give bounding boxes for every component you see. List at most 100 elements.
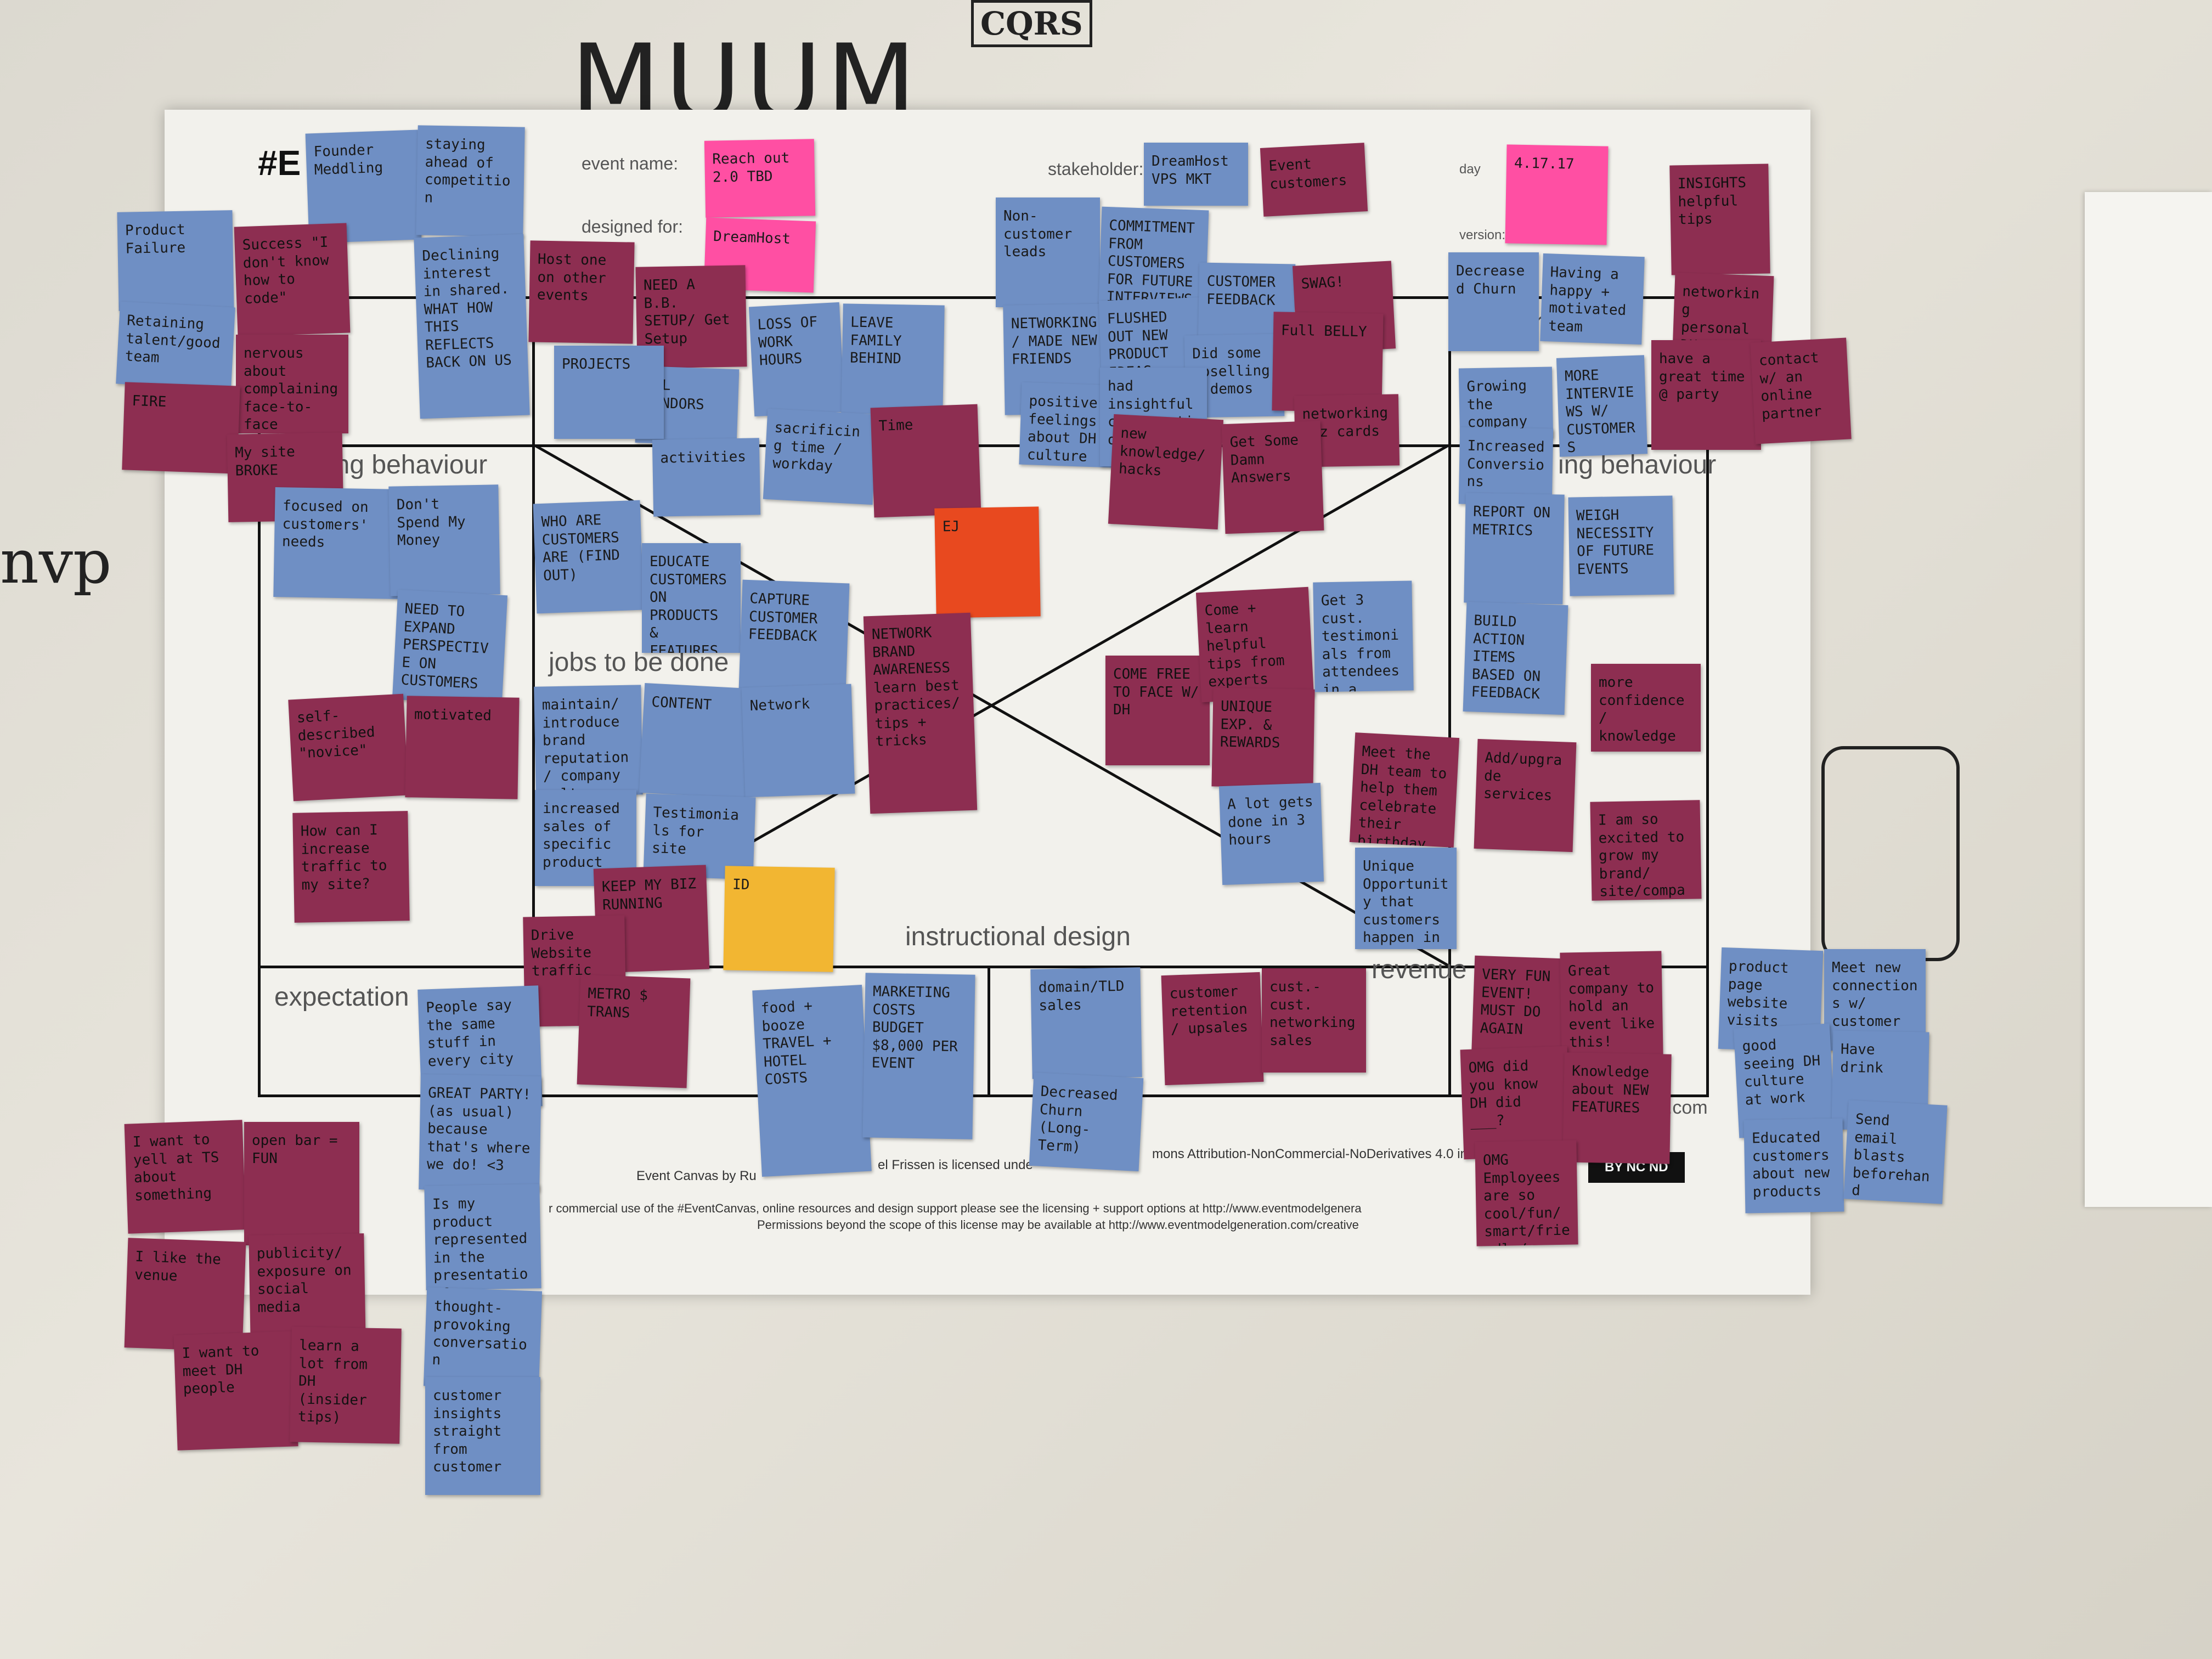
sticky-note-plum: Host one on other events — [528, 240, 635, 344]
sticky-note-blue: customer insights straight from customer — [425, 1377, 540, 1495]
footer-line-2: el Frissen is licensed unde — [878, 1158, 1033, 1172]
sticky-note-plum: contact w/ an online partner — [1750, 337, 1852, 444]
sticky-note-plum: cust.-cust. networking sales — [1262, 968, 1366, 1073]
sticky-note-blue: Don't Spend My Money — [388, 484, 500, 596]
sticky-note-plum: Success "I don't know how to code" — [234, 223, 351, 337]
footer-line-3: mons Attribution-NonCommercial-NoDerivat… — [1152, 1147, 1479, 1161]
label-paying-behaviour-left: ing behaviour — [329, 450, 488, 479]
grid-line-mid — [258, 444, 1706, 447]
grid-line-lower — [258, 966, 1706, 968]
sticky-note-blue: Product Failure — [117, 210, 234, 311]
label-version: version: — [1459, 228, 1506, 242]
footer-line-5: Permissions beyond the scope of this lic… — [757, 1218, 1359, 1232]
sticky-note-plum: Add/upgrade services — [1474, 738, 1577, 853]
sticky-note-plum: Great company to hold an event like this… — [1560, 951, 1663, 1057]
sticky-note-blue: GREAT PARTY! (as usual) because that's w… — [419, 1074, 541, 1192]
wall-sketch-frame — [1821, 746, 1960, 961]
sticky-note-blue: NEED TO EXPAND PERSPECTIVE ON CUSTOMERS — [392, 589, 508, 706]
grid-line-inner-right — [1448, 296, 1451, 1097]
sticky-note-plum: open bar = FUN — [244, 1122, 359, 1245]
sticky-note-blue: focused on customers' needs — [273, 487, 402, 599]
label-instructional-design: instructional design — [905, 922, 1131, 951]
sticky-note-blue: PROJECTS — [554, 346, 664, 439]
poster-title: #E — [258, 143, 301, 183]
sticky-note-blue: Send email blasts beforehand — [1843, 1100, 1948, 1204]
sticky-note-blue: domain/TLD sales — [1030, 967, 1142, 1079]
sticky-note-pink: 4.17.17 — [1505, 144, 1609, 245]
sticky-note-plum: I want to meet DH people — [173, 1331, 298, 1451]
grid-line-inner-left — [532, 296, 535, 1097]
sticky-note-blue: food + booze TRAVEL + HOTEL COSTS — [752, 984, 872, 1177]
grid-line-left — [258, 296, 261, 1097]
sticky-note-plum: Get Some Damn Answers — [1221, 420, 1324, 534]
sticky-note-blue: Unique Opportunity that customers happen… — [1355, 848, 1457, 949]
sticky-note-plum: UNIQUE EXP. & REWARDS — [1211, 687, 1315, 788]
sticky-note-blue: Non-customer leads — [996, 198, 1100, 307]
sticky-note-plum: new knowledge/ hacks — [1108, 414, 1224, 530]
sticky-note-plum: more confidence/ knowledge — [1591, 664, 1701, 752]
sticky-note-blue: activities — [652, 438, 761, 517]
sticky-note-plum: I am so excited to grow my brand/ site/c… — [1590, 800, 1702, 901]
sticky-note-blue: Get 3 cust. testimonials from attendees … — [1313, 580, 1414, 692]
sticky-note-blue: CONTENT — [639, 683, 752, 798]
sticky-note-plum: NETWORK BRAND AWARENESS learn best pract… — [863, 612, 978, 814]
sticky-note-blue: BUILD ACTION ITEMS BASED ON FEEDBACK — [1463, 601, 1568, 715]
sticky-note-blue: WEIGH NECESSITY OF FUTURE EVENTS — [1568, 495, 1674, 596]
sticky-note-blue: Is my product represented in the present… — [424, 1184, 541, 1290]
wall-scribble-nvp: nvp — [0, 527, 112, 597]
wall-scribble-cqrs: CQRS — [971, 0, 1092, 47]
sticky-note-blue: sacrificing time / workday — [763, 408, 878, 505]
sticky-note-plum: FIRE — [122, 382, 240, 474]
sticky-note-blue: Having a happy + motivated team — [1540, 253, 1645, 345]
sticky-note-blue: Retaining talent/good team — [116, 301, 235, 390]
sticky-note-plum: How can I increase traffic to my site? — [292, 811, 410, 923]
label-event-name: event name: — [582, 154, 679, 173]
sticky-note-plum: Meet the DH team to help them celebrate … — [1349, 732, 1460, 848]
side-paper-sheet — [2085, 192, 2212, 1207]
sticky-note-plum: METRO $ TRANS — [577, 974, 691, 1088]
sticky-note-blue: LEAVE FAMILY BEHIND — [841, 303, 945, 415]
sticky-note-blue: CAPTURE CUSTOMER FEEDBACK — [738, 579, 850, 693]
sticky-note-blue: Network — [741, 684, 855, 798]
grid-line-center — [988, 966, 990, 1097]
sticky-note-orange: EJ — [934, 506, 1041, 618]
sticky-note-plum: nervous about complaining face-to-face — [236, 335, 348, 433]
grid-line-bottom — [258, 1094, 1706, 1097]
sticky-note-blue: Decreased Churn (Long-Term) — [1029, 1072, 1144, 1172]
sticky-note-plum: COME FREE TO FACE W/ DH — [1105, 656, 1210, 765]
sticky-note-plum: Time — [870, 404, 981, 518]
sticky-note-blue: MARKETING COSTS BUDGET $8,000 PER EVENT — [862, 973, 975, 1139]
sticky-note-blue: MORE INTERVIEWS W/ CUSTOMERS — [1556, 355, 1648, 457]
sticky-note-pink: Reach out 2.0 TBD — [704, 139, 816, 218]
sticky-note-blue: thought-provoking conversation — [423, 1287, 543, 1390]
label-stakeholder: stakeholder: — [1048, 159, 1144, 179]
sticky-note-blue: DreamHost VPS MKT — [1144, 143, 1248, 206]
grid-line-right — [1706, 296, 1709, 1097]
sticky-note-blue: EDUCATE CUSTOMERS ON PRODUCTS & FEATURES — [642, 543, 741, 653]
sticky-note-plum: motivated — [405, 696, 520, 799]
footer-line-4: r commercial use of the #EventCanvas, on… — [549, 1201, 1362, 1215]
sticky-note-blue: WHO ARE CUSTOMERS ARE (FIND OUT) — [533, 500, 644, 614]
sticky-note-blue: staying ahead of competition — [416, 125, 525, 237]
label-expectation: expectation — [274, 983, 409, 1012]
label-day: day — [1459, 162, 1481, 177]
sticky-note-plum: learn a lot from DH (insider tips) — [290, 1327, 402, 1444]
sticky-note-blue: REPORT ON METRICS — [1464, 493, 1565, 605]
sticky-note-plum: INSIGHTS helpful tips — [1669, 163, 1770, 275]
grid-line-top — [258, 296, 1706, 299]
sticky-note-blue: LOSS OF WORK HOURS — [748, 302, 845, 417]
sticky-note-plum: self-described "novice" — [288, 693, 409, 802]
sticky-note-plum: have a great time @ party — [1651, 340, 1761, 450]
sticky-note-blue: Educated customers about new products — [1743, 1118, 1844, 1214]
sticky-note-blue: Declining interest in shared. WHAT HOW T… — [414, 234, 530, 419]
label-designed-for: designed for: — [582, 217, 684, 236]
sticky-note-plum: Knowledge about NEW FEATURES — [1562, 1052, 1672, 1164]
sticky-note-plum: Event customers — [1260, 143, 1368, 217]
sticky-note-blue: A lot gets done in 3 hours — [1218, 782, 1324, 885]
sticky-note-blue: Decreased Churn — [1448, 252, 1539, 351]
sticky-note-plum: Come + learn helpful tips from experts — [1195, 586, 1314, 703]
sticky-note-yellow: ID — [723, 866, 835, 972]
sticky-note-plum: customer retention/ upsales — [1161, 972, 1264, 1086]
footer-line-1: Event Canvas by Ru — [636, 1169, 757, 1183]
